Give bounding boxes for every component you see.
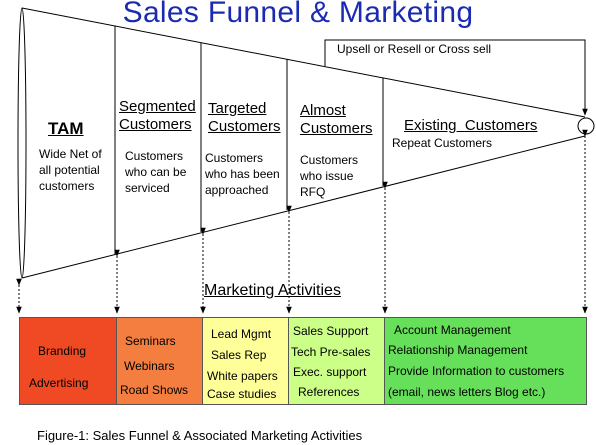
activity-item: Sales Rep bbox=[211, 348, 267, 362]
stage-segmented-heading: Segmented Customers bbox=[119, 98, 196, 133]
activity-item: Advertising bbox=[29, 376, 89, 390]
activity-item: White papers bbox=[207, 369, 278, 383]
stage-existing-description: Repeat Customers bbox=[392, 136, 493, 150]
marketing-activities-heading: Marketing Activities bbox=[204, 282, 341, 299]
activity-item: Branding bbox=[38, 344, 87, 358]
figure-caption: Figure-1: Sales Funnel & Associated Mark… bbox=[37, 428, 363, 443]
activity-box-branding: Branding Advertising bbox=[19, 317, 117, 405]
activity-item: Provide Information to customers bbox=[388, 364, 565, 378]
activity-box-account: Account Management Relationship Manageme… bbox=[384, 317, 587, 405]
stage-existing-heading: Existing Customers bbox=[404, 117, 538, 134]
stage-targeted-description: Customers who has been approached bbox=[205, 151, 280, 197]
diagram-title: Sales Funnel & Marketing bbox=[122, 0, 474, 29]
activity-item: Webinars bbox=[124, 359, 175, 373]
activity-item: Exec. support bbox=[293, 365, 367, 379]
stage-almost-description: Customers who issue RFQ bbox=[300, 153, 359, 199]
activity-item: Lead Mgmt bbox=[211, 327, 272, 341]
stage-almost-heading: Almost Customers bbox=[300, 102, 373, 137]
activity-item: (email, news letters Blog etc.) bbox=[388, 385, 546, 399]
funnel-end-circle bbox=[577, 117, 595, 135]
activity-item: References bbox=[298, 385, 360, 399]
stage-targeted-heading: Targeted Customers bbox=[208, 100, 281, 135]
activity-box-support: Sales Support Tech Pre-sales Exec. suppo… bbox=[288, 317, 385, 405]
upsell-arrow bbox=[324, 39, 588, 116]
upsell-label: Upsell or Resell or Cross sell bbox=[337, 42, 492, 56]
activity-box-events: Seminars Webinars Road Shows bbox=[116, 317, 203, 405]
activity-item: Sales Support bbox=[293, 324, 369, 338]
stage-tam-description: Wide Net of all potential customers bbox=[39, 147, 102, 193]
activity-item: Tech Pre-sales bbox=[291, 345, 371, 359]
activity-item: Road Shows bbox=[120, 383, 189, 397]
funnel-top-edge bbox=[21, 7, 586, 118]
activity-item: Seminars bbox=[125, 334, 176, 348]
activity-box-sales: Lead Mgmt Sales Rep White papers Case st… bbox=[202, 317, 289, 405]
funnel-mouth bbox=[17, 7, 27, 279]
stage-segmented-description: Customers who can be serviced bbox=[125, 149, 187, 195]
activity-item: Case studies bbox=[207, 387, 277, 401]
activity-item: Account Management bbox=[394, 323, 511, 337]
activity-item: Relationship Management bbox=[388, 343, 528, 357]
stage-tam-heading: TAM bbox=[48, 119, 84, 138]
